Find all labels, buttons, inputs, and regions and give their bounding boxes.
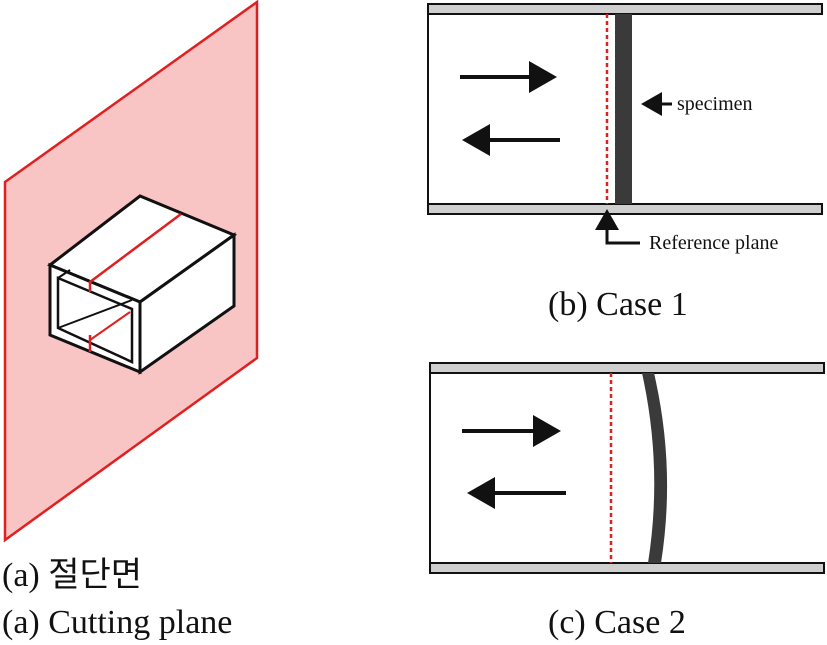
tube-inner-edge — [57, 299, 133, 329]
case1-panel — [427, 3, 823, 245]
cut-line-on-tube — [88, 212, 182, 292]
caption-a-korean: (a) 절단면 — [2, 557, 143, 594]
cutting-plane-panel — [3, 0, 259, 543]
specimen-curved — [642, 373, 668, 563]
tube-bottom-wall — [429, 562, 825, 574]
caption-b: (b) Case 1 — [548, 286, 688, 323]
reference-plane-label: Reference plane — [649, 232, 779, 254]
caption-a-english: (a) Cutting plane — [2, 604, 233, 641]
reference-pointer-arrow — [595, 209, 640, 245]
case2-panel — [429, 362, 825, 574]
specimen-flat — [615, 14, 632, 204]
tube-top-wall — [427, 3, 823, 15]
cut-line-on-tube — [89, 311, 131, 341]
caption-c: (c) Case 2 — [548, 604, 686, 641]
tube-bottom-wall — [427, 203, 823, 215]
tube-inner-edge — [57, 269, 71, 279]
tube-top-wall — [429, 362, 825, 374]
specimen-label: specimen — [677, 93, 753, 115]
tube-opening — [56, 276, 134, 364]
